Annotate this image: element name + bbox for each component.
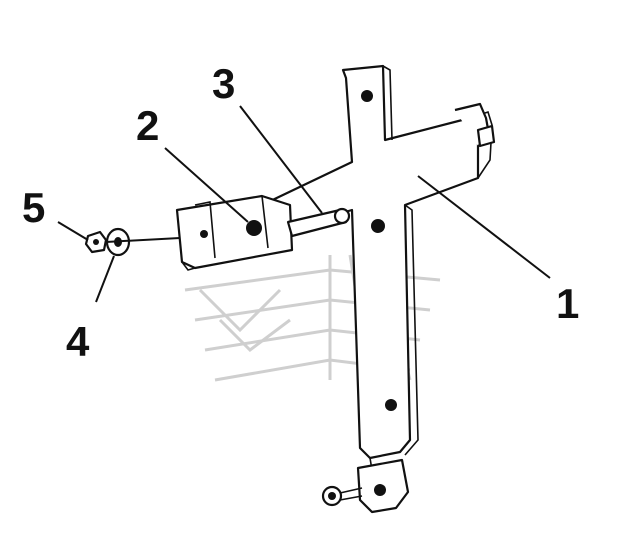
clamp-block — [175, 194, 294, 271]
bracket-hole-center — [371, 219, 385, 233]
leader-line-5 — [57, 221, 89, 241]
bolt-rod — [286, 207, 351, 238]
foot-nut — [328, 492, 336, 500]
callout-4: 4 — [66, 318, 90, 365]
bracket-plate — [260, 64, 496, 514]
leader-line-3 — [239, 105, 323, 214]
leader-lines — [57, 105, 551, 303]
callout-5: 5 — [22, 184, 45, 231]
callout-3: 3 — [212, 60, 235, 107]
callout-1: 1 — [556, 280, 579, 327]
callout-2: 2 — [136, 102, 159, 149]
leader-line-1 — [417, 175, 551, 279]
assembly-axis-line — [105, 237, 181, 243]
leader-line-2 — [164, 147, 249, 223]
nut — [84, 230, 108, 254]
bracket-hole-bottom — [385, 399, 397, 411]
bracket-hole-foot — [374, 484, 386, 496]
leader-line-4 — [95, 255, 115, 303]
clamp-hole-small — [200, 230, 208, 238]
bracket-hole-top — [361, 90, 373, 102]
clamp-hole — [246, 220, 262, 236]
